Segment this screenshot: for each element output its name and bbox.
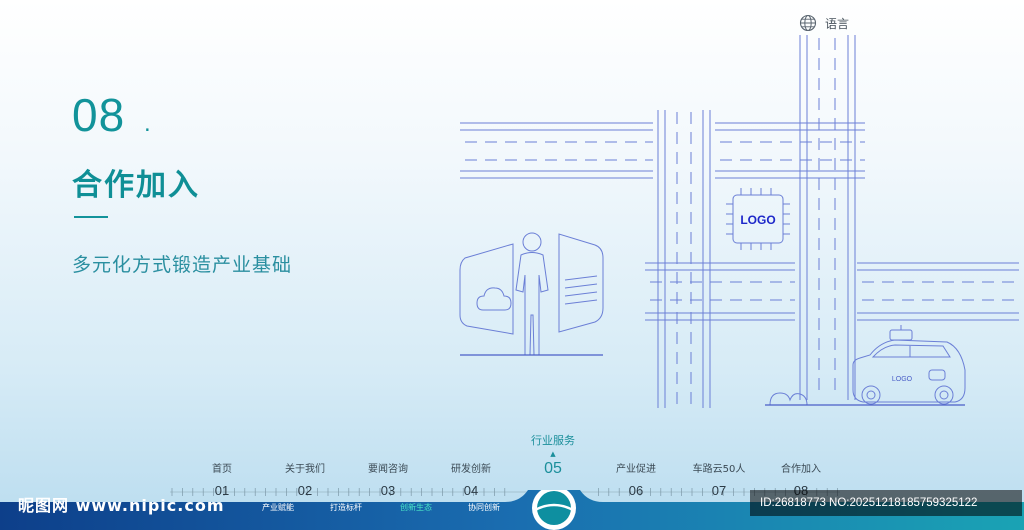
page-subtitle: 多元化方式锻造产业基础 xyxy=(72,254,293,276)
sub-item-benchmark[interactable]: 打造标杆 xyxy=(330,503,362,512)
page-title: 合作加入 xyxy=(72,168,200,203)
sub-item-innovation-ecosystem[interactable]: 创新生态 xyxy=(400,503,432,512)
nav-item-news[interactable]: 要闻咨询 03 xyxy=(368,464,408,498)
chip-logo-text: LOGO xyxy=(740,213,775,227)
center-emblem-icon xyxy=(534,503,574,512)
watermark-right: ID:26818773 NO:20251218185759325122 xyxy=(750,490,1022,516)
road-network-illustration: LOGO LOGO xyxy=(459,35,1019,408)
language-switch[interactable]: 语言 xyxy=(799,14,849,32)
nav-item-industry-promotion[interactable]: 产业促进 06 xyxy=(616,464,656,498)
nav-item-home[interactable]: 首页 01 xyxy=(212,464,232,498)
active-caret-icon: ▲ xyxy=(550,450,556,458)
watermark-left: 昵图网 www.nipic.com xyxy=(18,496,225,515)
section-number: 08 xyxy=(72,89,126,141)
timeline-navigation: 首页 01 关于我们 02 要闻咨询 03 研发创新 04 行业服务 ▲ 05 … xyxy=(0,420,1024,530)
nav-item-about[interactable]: 关于我们 02 xyxy=(285,464,325,498)
language-label: 语言 xyxy=(825,16,850,31)
nav-item-industry-service[interactable]: 行业服务 ▲ 05 xyxy=(531,434,575,477)
nav-item-vehicle-road-cloud[interactable]: 车路云50人 07 xyxy=(692,464,746,498)
nav-item-research[interactable]: 研发创新 04 xyxy=(451,464,491,498)
globe-icon xyxy=(799,14,817,32)
section-number-dot: . xyxy=(144,110,151,137)
sub-navigation-bar xyxy=(0,490,1024,530)
title-divider xyxy=(74,216,108,218)
car-logo-text: LOGO xyxy=(892,376,913,383)
sub-item-collaborative-innovation[interactable]: 协同创新 xyxy=(468,503,500,512)
sub-item-industry-empower[interactable]: 产业赋能 xyxy=(262,503,294,512)
